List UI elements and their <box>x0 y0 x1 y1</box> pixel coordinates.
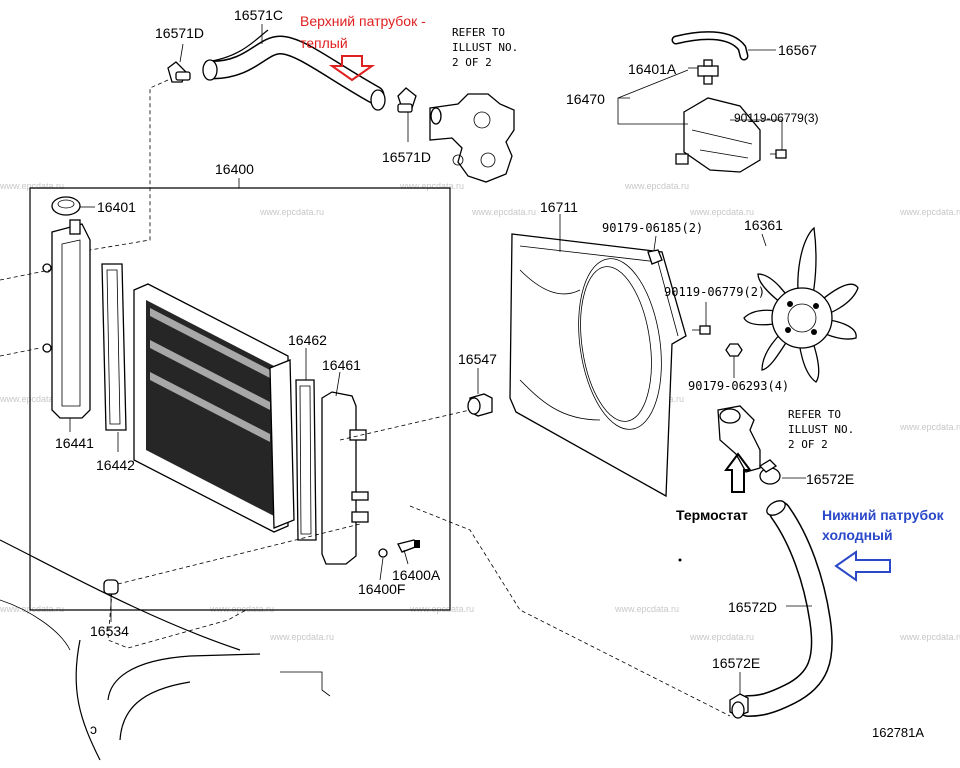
part-label-90119-06779-2: 90119-06779(2) <box>664 285 765 299</box>
bolt-icon <box>692 325 711 335</box>
part-label-16711: 16711 <box>540 199 578 215</box>
radiator-support-icon <box>103 579 119 616</box>
red-down-arrow-icon <box>328 55 376 82</box>
nut-icon <box>725 343 743 357</box>
bolt-icon <box>770 149 787 159</box>
upper-hose-note: Верхний патрубок - <box>300 13 426 29</box>
watermark: www.epcdata.ru <box>899 632 960 642</box>
upper-hose-note-line2: теплый <box>300 35 348 51</box>
corner-mark: ɔ <box>90 721 97 737</box>
black-up-arrow-icon <box>724 452 752 493</box>
part-label-16441: 16441 <box>55 435 94 451</box>
gasket-icon <box>101 263 127 431</box>
watermark: www.epcdata.ru <box>0 181 64 191</box>
coolant-reservoir-icon <box>675 97 761 173</box>
part-label-90179-06293: 90179-06293(4) <box>688 379 789 393</box>
lower-hose-note: Нижний патрубок <box>822 507 945 523</box>
gasket-icon <box>295 379 317 541</box>
watermark: www.epcdata.ru <box>624 181 689 191</box>
radiator-left-tank-icon <box>42 219 91 419</box>
part-label-16572E: 16572E <box>712 655 760 671</box>
watermark: www.epcdata.ru <box>899 422 960 432</box>
part-label-16547: 16547 <box>458 351 497 367</box>
radiator-right-tank-icon <box>321 391 369 565</box>
watermark: www.epcdata.ru <box>259 207 324 217</box>
part-label-16400A: 16400A <box>392 567 441 583</box>
part-label-16534: 16534 <box>90 623 129 639</box>
part-label-90179-06185: 90179-06185(2) <box>602 221 703 235</box>
watermark: www.epcdata.ru <box>899 207 960 217</box>
refer-note-line1: REFER TO <box>788 408 841 421</box>
cooling-fan-icon <box>743 226 859 383</box>
refer-note-line3: 2 OF 2 <box>788 438 828 451</box>
watermark: www.epcdata.ru <box>209 604 274 614</box>
thermostat-housing-icon <box>429 93 515 183</box>
drain-cock-icon <box>378 539 420 558</box>
clip-icon <box>647 249 663 265</box>
part-label-16567: 16567 <box>778 42 817 58</box>
hose-clamp-icon <box>729 693 749 719</box>
watermark: www.epcdata.ru <box>614 604 679 614</box>
fan-shroud-icon <box>509 233 687 498</box>
watermark: www.epcdata.ru <box>0 394 64 404</box>
blue-left-arrow-icon <box>834 550 891 582</box>
part-label-16470: 16470 <box>566 91 605 107</box>
part-label-16462: 16462 <box>288 332 327 348</box>
reservoir-cap-icon <box>697 59 719 85</box>
part-label-16571D: 16571D <box>155 25 204 41</box>
radiator-assembly-frame <box>29 187 451 611</box>
part-label-16401A: 16401A <box>628 61 677 77</box>
water-outlet-icon <box>717 405 761 473</box>
watermark: www.epcdata.ru <box>269 632 334 642</box>
hose-clamp-icon <box>758 459 781 485</box>
reservoir-hose-icon <box>671 31 749 61</box>
lower-hose-icon <box>737 500 833 717</box>
refer-note-line1: REFER TO <box>452 26 505 39</box>
radiator-core-icon <box>133 283 295 533</box>
part-label-16442: 16442 <box>96 457 135 473</box>
refer-note-line2: ILLUST NO. <box>788 423 854 436</box>
refer-note-line2: ILLUST NO. <box>452 41 518 54</box>
part-label-16572D: 16572D <box>728 599 777 615</box>
part-label-16571C: 16571C <box>234 7 283 23</box>
refer-note-line3: 2 OF 2 <box>452 56 492 69</box>
watermark: www.epcdata.ru <box>689 632 754 642</box>
part-label-16361: 16361 <box>744 217 783 233</box>
upper-hose-assembly <box>167 24 417 142</box>
watermark: www.epcdata.ru <box>409 604 474 614</box>
watermark: www.epcdata.ru <box>0 604 64 614</box>
watermark: www.epcdata.ru <box>689 207 754 217</box>
radiator-cap-icon <box>51 196 81 216</box>
watermark: www.epcdata.ru <box>471 207 536 217</box>
lower-hose-note-line2: холодный <box>822 527 893 543</box>
part-label-16401: 16401 <box>97 199 136 215</box>
part-label-90119-06779-3: 90119-06779(3) <box>734 111 819 125</box>
figure-id: 162781A <box>872 725 924 740</box>
part-label-16571D: 16571D <box>382 149 431 165</box>
watermark: www.epcdata.ru <box>399 181 464 191</box>
part-label-16461: 16461 <box>322 357 361 373</box>
thermostat-note: Термостат <box>676 507 748 523</box>
part-label-16400F: 16400F <box>358 581 405 597</box>
mount-cushion-icon <box>467 393 493 417</box>
part-label-16400: 16400 <box>215 161 254 177</box>
hose-clamp-icon <box>167 61 191 83</box>
hose-clamp-icon <box>397 87 417 113</box>
part-label-16572E: 16572E <box>806 471 854 487</box>
